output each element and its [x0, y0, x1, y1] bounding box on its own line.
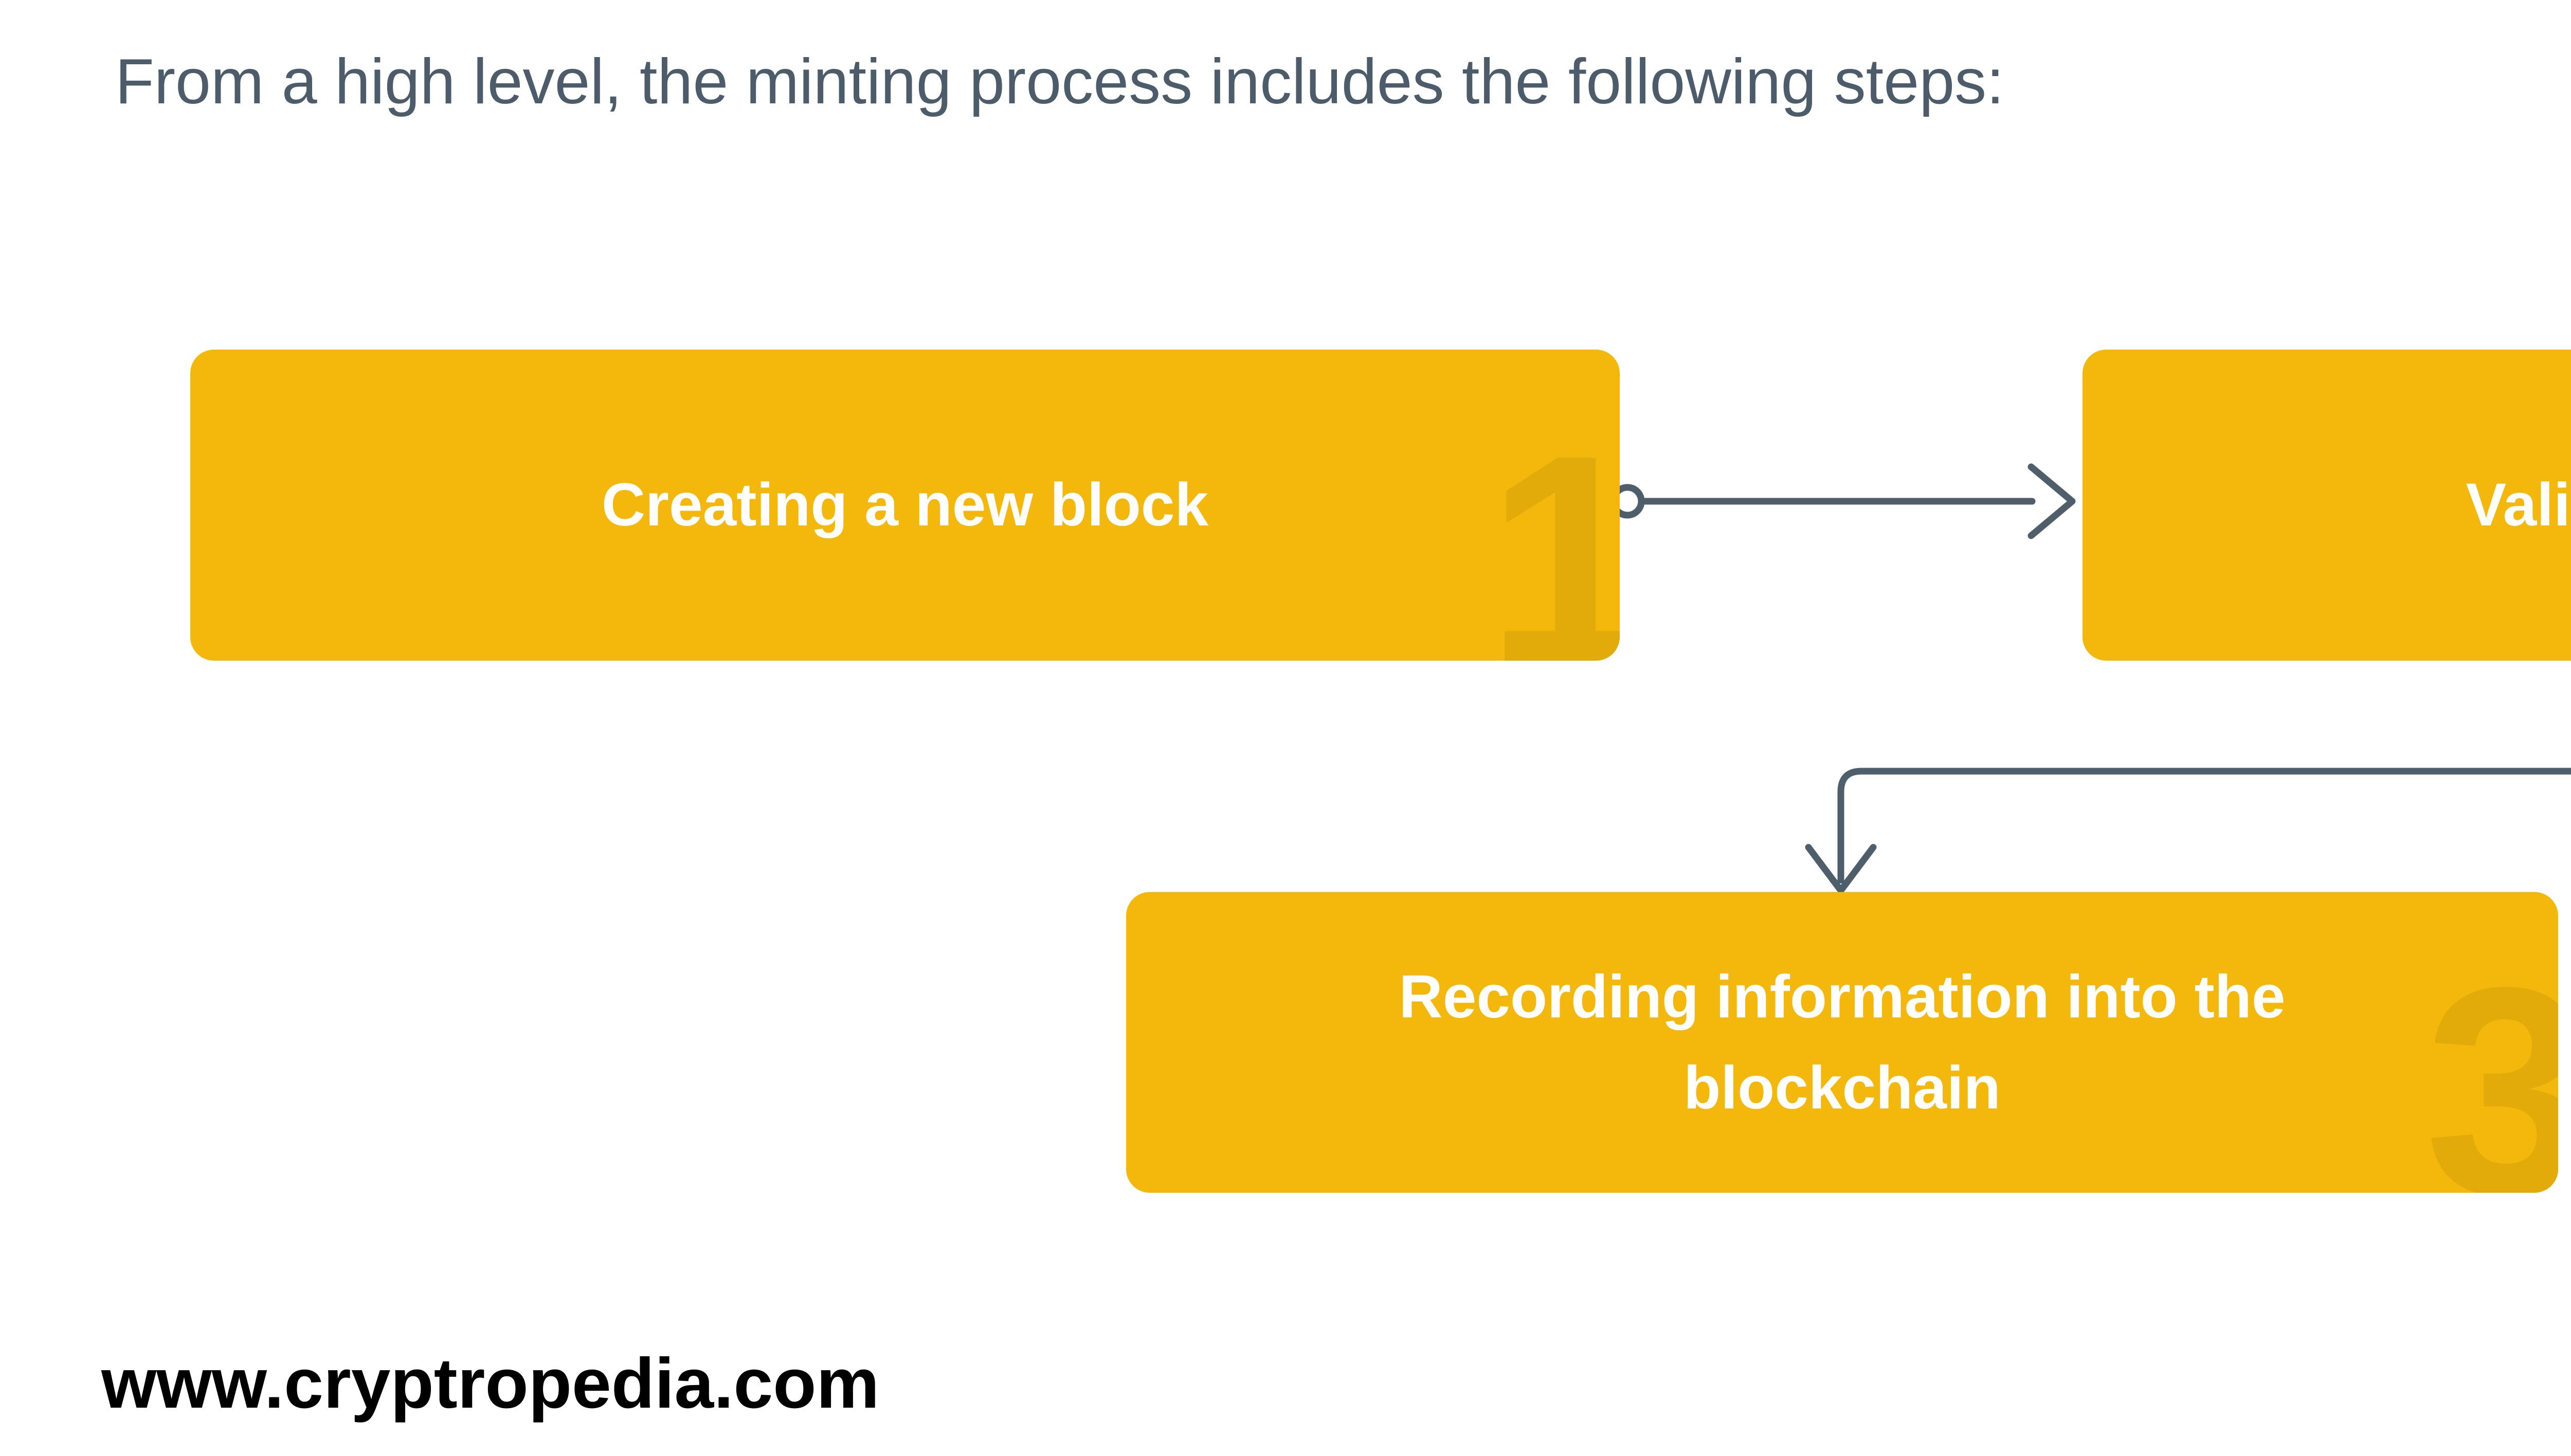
page-title: From a high level, the minting process i…	[115, 46, 2004, 117]
connector-step1-to-step2	[1610, 463, 2076, 539]
step-1-watermark-number: 1	[1486, 393, 1620, 661]
arrowhead-down-icon	[1805, 844, 1877, 894]
step-3-watermark-number: 3	[2424, 925, 2558, 1193]
connector-step2-to-step3	[1805, 768, 2571, 894]
step-box-1: 1 Creating a new block	[190, 350, 1620, 661]
step-box-2: 2 Validating information	[2083, 350, 2571, 661]
arrowhead-right-icon	[2027, 463, 2076, 539]
step-2-label: Validating information	[2466, 471, 2571, 539]
step-box-3: 3 Recording information into the blockch…	[1126, 892, 2558, 1193]
connector-line	[1837, 768, 2571, 884]
step-3-label: Recording information into the blockchai…	[1399, 962, 2286, 1122]
website-url: www.cryptropedia.com	[101, 1344, 880, 1423]
step-1-label: Creating a new block	[601, 471, 1209, 539]
